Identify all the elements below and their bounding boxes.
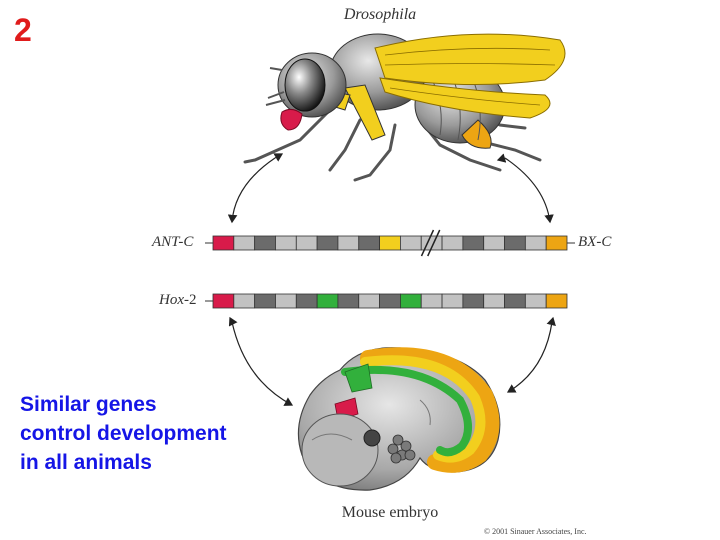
drosophila-illustration (243, 33, 566, 182)
mouse-gene-15-dark (504, 293, 526, 309)
mouse-gene-10-green (400, 293, 422, 309)
fly-gene-14-light (483, 235, 505, 251)
mouse-embryo-illustration (297, 347, 501, 491)
drosophila-label: Drosophila (343, 6, 417, 23)
mouse-gene-2-light (233, 293, 256, 309)
mouse-gene-14-light (483, 293, 505, 309)
mouse-gene-6-green (316, 293, 339, 309)
caption-line-2: control development (20, 422, 227, 445)
arrow-embryo-head (231, 321, 294, 406)
arrow-fly-head (227, 157, 276, 224)
arrow-embryo-head-start (228, 316, 238, 327)
mouse-gene-8-light (358, 293, 380, 309)
caption-line-1: Similar genes (20, 393, 157, 416)
hox-2-label: Hox-2 (159, 292, 197, 308)
ant-c-label: ANT-C (152, 234, 194, 250)
mouse-embryo-label: Mouse embryo (341, 504, 439, 521)
fly-gene-4-light (275, 235, 297, 251)
fly-gene-5-light (295, 235, 318, 251)
fly-gene-6-dark (316, 235, 339, 251)
mouse-gene-1-red (212, 293, 235, 309)
mouse-gene-5-dark (295, 293, 318, 309)
mouse-gene-16-light (524, 293, 547, 309)
fly-break-mark-1 (420, 229, 435, 257)
arrow-fly-tail-start (496, 153, 507, 163)
fly-gene-8-dark (358, 235, 380, 251)
fly-gene-1-red (212, 235, 235, 251)
mouse-gene-3-dark (254, 293, 276, 309)
caption: Similar genes control development in all… (20, 390, 280, 477)
mouse-gene-11-light (420, 293, 443, 309)
fly-gene-9-yellow (379, 235, 401, 251)
fly-gene-17-orange (545, 235, 568, 251)
fly-gene-12-light (441, 235, 464, 251)
mouse-gene-7-dark (337, 293, 360, 309)
fly-gene-10-light (400, 235, 422, 251)
fly-gene-7-light (337, 235, 360, 251)
mouse-gene-9-dark (379, 293, 401, 309)
fly-gene-cluster (212, 229, 568, 257)
mouse-gene-cluster (212, 293, 568, 309)
fly-gene-3-dark (254, 235, 276, 251)
fly-gene-2-light (233, 235, 256, 251)
fly-break-mark-2 (427, 229, 441, 257)
fly-gene-15-dark (504, 235, 526, 251)
copyright: © 2001 Sinauer Associates, Inc. (484, 527, 587, 536)
slide-number: 2 (14, 12, 32, 48)
mouse-gene-4-light (275, 293, 297, 309)
fly-gene-16-light (524, 235, 547, 251)
bx-c-label: BX-C (578, 234, 612, 250)
mouse-gene-17-orange (545, 293, 568, 309)
arrow-embryo-tail-start (546, 316, 556, 327)
arrow-fly-head-start (273, 153, 284, 162)
mouse-gene-13-dark (462, 293, 485, 309)
mouse-gene-12-light (441, 293, 464, 309)
caption-line-3: in all animals (20, 451, 152, 474)
arrow-fly-tail (504, 157, 554, 224)
arrow-embryo-tail (506, 321, 553, 393)
fly-gene-13-dark (462, 235, 485, 251)
